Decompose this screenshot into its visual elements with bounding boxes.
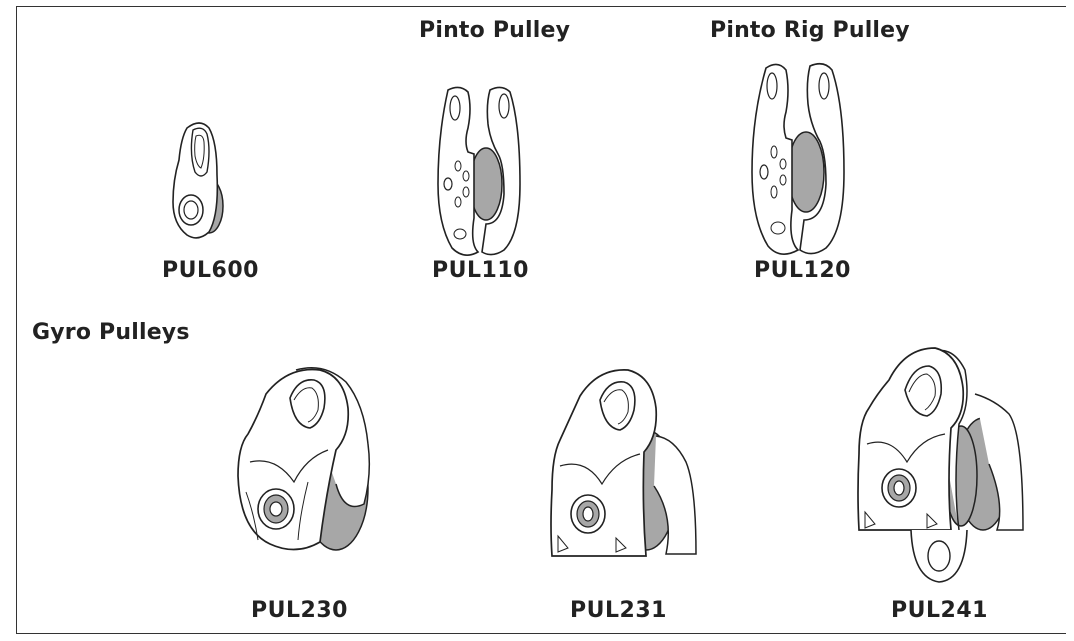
heading-gyro-pulleys: Gyro Pulleys bbox=[32, 320, 190, 345]
product-code-pul231: PUL231 bbox=[570, 598, 667, 623]
product-code-pul120: PUL120 bbox=[754, 258, 851, 283]
catalog-frame bbox=[16, 6, 1066, 634]
product-code-pul241: PUL241 bbox=[891, 598, 988, 623]
pul110-pinto-pulley-illustration bbox=[434, 84, 524, 260]
pul120-pinto-rig-pulley-illustration bbox=[748, 60, 848, 260]
pul241-gyro-pulley-illustration bbox=[855, 344, 1027, 586]
heading-pinto-pulley: Pinto Pulley bbox=[419, 18, 571, 43]
pul231-gyro-pulley-illustration bbox=[546, 366, 700, 562]
product-code-pul600: PUL600 bbox=[162, 258, 259, 283]
pul600-pulley-illustration bbox=[165, 120, 235, 245]
product-code-pul110: PUL110 bbox=[432, 258, 529, 283]
heading-pinto-rig-pulley: Pinto Rig Pulley bbox=[710, 18, 910, 43]
product-code-pul230: PUL230 bbox=[251, 598, 348, 623]
pul230-gyro-pulley-illustration bbox=[236, 364, 378, 556]
